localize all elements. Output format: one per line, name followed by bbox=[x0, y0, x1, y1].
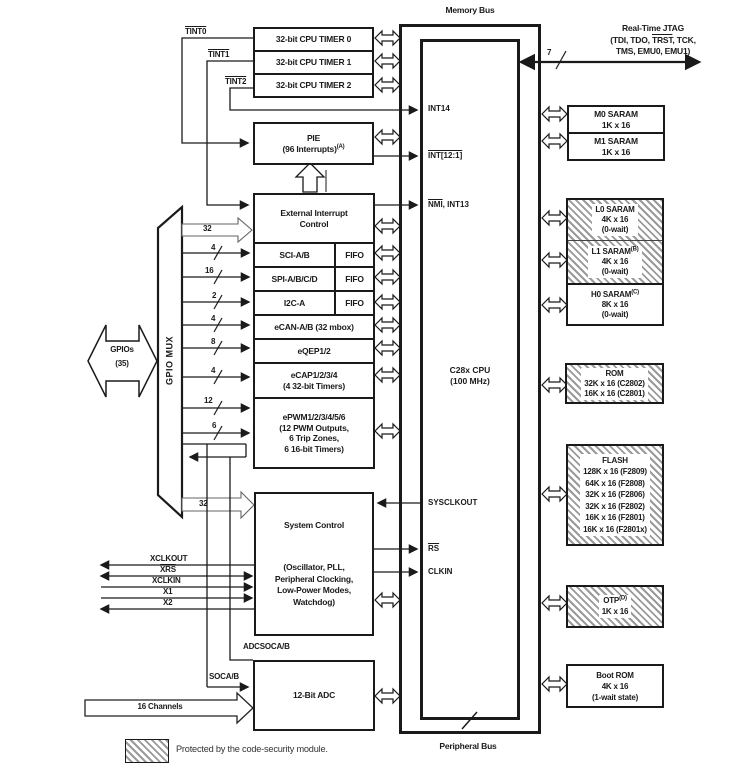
x2-label: X2 bbox=[163, 598, 173, 607]
cpu-signal-nmi-int13: NMI, INT13 bbox=[428, 200, 469, 209]
peripheral-bus-label: Peripheral Bus bbox=[439, 741, 497, 751]
legend-hatch-swatch bbox=[125, 739, 169, 763]
bus-arrow-epwm bbox=[374, 423, 401, 439]
adc-channels-label: 16 Channels bbox=[137, 702, 183, 711]
gpios-label: GPIOs bbox=[110, 345, 134, 354]
jtag-label: Real-Time JTAG (TDI, TDO, TRST, TCK, TMS… bbox=[610, 23, 696, 56]
pie-box: PIE (96 Interrupts)(A) bbox=[253, 122, 374, 165]
bus-arrow-adc bbox=[374, 688, 401, 704]
xrs-label: XRS bbox=[160, 565, 176, 574]
epwm-row: ePWM1/2/3/4/5/6(12 PWM Outputs, 6 Trip Z… bbox=[255, 397, 373, 467]
bus-arrow-rom bbox=[541, 377, 568, 393]
bus-arrow-ecan bbox=[374, 317, 401, 333]
i2c-width: 2 bbox=[212, 291, 217, 300]
sysctrl-width: 32 bbox=[199, 499, 208, 508]
l1-saram: L1 SARAM(B)4K x 16(0-wait) bbox=[568, 240, 662, 283]
bus-arrow-timer0 bbox=[374, 30, 401, 46]
sci-width: 4 bbox=[211, 243, 216, 252]
bus-arrow-bootrom bbox=[541, 676, 568, 692]
bus-arrow-sysctrl bbox=[374, 592, 401, 608]
bus-arrow-l1 bbox=[541, 252, 568, 268]
adc-channels-arrow bbox=[84, 691, 254, 725]
gpios-count-label: (35) bbox=[115, 359, 129, 368]
bus-arrow-pie bbox=[374, 129, 401, 145]
bus-arrow-m1 bbox=[541, 133, 568, 149]
gpios-arrow bbox=[87, 324, 158, 398]
bus-arrow-l0 bbox=[541, 210, 568, 226]
spi-fifo: FIFO bbox=[334, 268, 373, 290]
pie-up-arrow bbox=[294, 162, 326, 193]
system-control-box: System Control (Oscillator, PLL,Peripher… bbox=[254, 492, 374, 636]
bus-arrow-h0 bbox=[541, 297, 568, 313]
jtag-width-label: 7 bbox=[547, 48, 552, 57]
timer0: 32-bit CPU TIMER 0 bbox=[275, 34, 352, 45]
adc-box: 12-Bit ADC bbox=[253, 660, 375, 731]
ecan-row: eCAN-A/B (32 mbox) bbox=[255, 314, 373, 338]
tint1-label: TINT1 bbox=[208, 50, 230, 59]
eqep-row: eQEP1/2 bbox=[255, 338, 373, 362]
gpio-mux-shape bbox=[156, 204, 184, 520]
bus-arrow-timer1 bbox=[374, 53, 401, 69]
ecap-width: 4 bbox=[211, 366, 216, 375]
bus-arrow-otp bbox=[541, 595, 568, 611]
otp-box: OTP(D) 1K x 16 bbox=[566, 585, 664, 628]
cpu-timers-box: 32-bit CPU TIMER 0 32-bit CPU TIMER 1 32… bbox=[253, 27, 374, 98]
cpu-signal-sysclkout: SYSCLKOUT bbox=[428, 498, 478, 507]
bus-arrow-sci bbox=[374, 245, 401, 261]
x1-label: X1 bbox=[163, 587, 173, 596]
memory-bus-label: Memory Bus bbox=[445, 5, 495, 15]
adcsoc-label: ADCSOCA/B bbox=[243, 642, 290, 651]
eqep-width: 8 bbox=[211, 337, 216, 346]
timer1: 32-bit CPU TIMER 1 bbox=[255, 50, 372, 73]
cpu-box: INT14 INT[12:1] NMI, INT13 C28x CPU(100 … bbox=[420, 39, 520, 720]
cpu-signal-int14: INT14 bbox=[428, 104, 450, 113]
ecan-width: 4 bbox=[211, 314, 216, 323]
gpio-extint-bus-arrow bbox=[181, 216, 253, 244]
bus-arrow-spi bbox=[374, 269, 401, 285]
ecap-row: eCAP1/2/3/4(4 32-bit Timers) bbox=[255, 362, 373, 397]
epwm-width-a: 12 bbox=[204, 396, 213, 405]
bus-arrow-flash bbox=[541, 486, 568, 502]
cpu-title: C28x CPU(100 MHz) bbox=[449, 365, 491, 386]
tint0-label: TINT0 bbox=[185, 27, 207, 36]
cpu-signal-rs: RS bbox=[428, 544, 440, 553]
sci-fifo: FIFO bbox=[334, 244, 373, 266]
gpio-mux-label: GPIO MUX bbox=[164, 336, 175, 386]
bus-arrow-ecap bbox=[374, 367, 401, 383]
cpu-signal-clkin: CLKIN bbox=[428, 567, 453, 576]
bus-arrow-i2c bbox=[374, 294, 401, 310]
flash-box: FLASH 128K x 16 (F2809)64K x 16 (F2808) … bbox=[566, 444, 664, 546]
bus-arrow-eqep bbox=[374, 340, 401, 356]
tint2-label: TINT2 bbox=[225, 77, 247, 86]
legend-text: Protected by the code-security module. bbox=[176, 744, 328, 754]
timer2: 32-bit CPU TIMER 2 bbox=[255, 73, 372, 96]
xclkout-label: XCLKOUT bbox=[150, 554, 188, 563]
bus-ring bbox=[399, 24, 541, 734]
bus-arrow-extint bbox=[374, 218, 401, 234]
i2c-fifo: FIFO bbox=[334, 292, 373, 314]
cpu-signal-int12-1: INT[12:1] bbox=[428, 151, 463, 160]
gpio-ext-width: 32 bbox=[203, 224, 212, 233]
gpio-sysctrl-bus-arrow bbox=[181, 490, 255, 520]
spi-width: 16 bbox=[205, 266, 214, 275]
bus-arrow-m0 bbox=[541, 106, 568, 122]
h0-saram: H0 SARAM(C)8K x 16(0-wait) bbox=[568, 283, 662, 325]
soca-label: SOCA/B bbox=[209, 672, 239, 681]
epwm-width-b: 6 bbox=[212, 421, 217, 430]
xclkin-label: XCLKIN bbox=[152, 576, 181, 585]
bus-arrow-timer2 bbox=[374, 77, 401, 93]
